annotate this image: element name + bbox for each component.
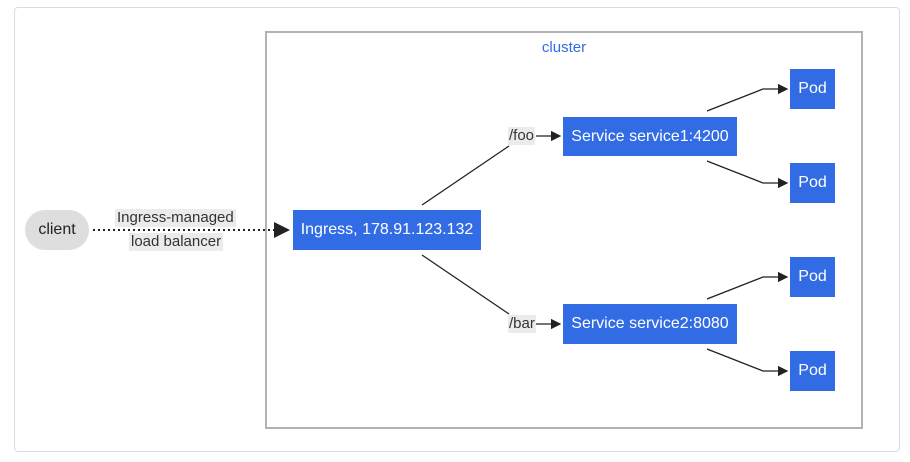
service1-to-pod1-arrow bbox=[706, 83, 789, 112]
service2-to-pod3-arrow bbox=[706, 271, 789, 300]
service1-to-pod2-arrow bbox=[706, 160, 789, 189]
ingress-node: Ingress, 178.91.123.132 bbox=[293, 210, 481, 250]
ingress-to-foo-line bbox=[421, 145, 510, 206]
ingress-to-bar-line bbox=[421, 254, 510, 315]
pod-node: Pod bbox=[790, 257, 835, 297]
cluster-boundary: cluster bbox=[265, 31, 863, 429]
path-label-bar: /bar bbox=[508, 315, 536, 333]
pod-node: Pod bbox=[790, 69, 835, 109]
service1-node: Service service1:4200 bbox=[563, 117, 737, 156]
pod-node: Pod bbox=[790, 163, 835, 203]
load-balancer-label-line1: Ingress-managed bbox=[115, 209, 236, 227]
client-node: client bbox=[25, 210, 89, 250]
service2-to-pod4-arrow bbox=[706, 348, 789, 377]
cluster-label: cluster bbox=[541, 39, 587, 56]
load-balancer-label-line2: load balancer bbox=[129, 233, 224, 251]
diagram-frame bbox=[14, 7, 900, 452]
path-label-foo: /foo bbox=[508, 127, 536, 145]
pod-node: Pod bbox=[790, 351, 835, 391]
service2-node: Service service2:8080 bbox=[563, 304, 737, 344]
